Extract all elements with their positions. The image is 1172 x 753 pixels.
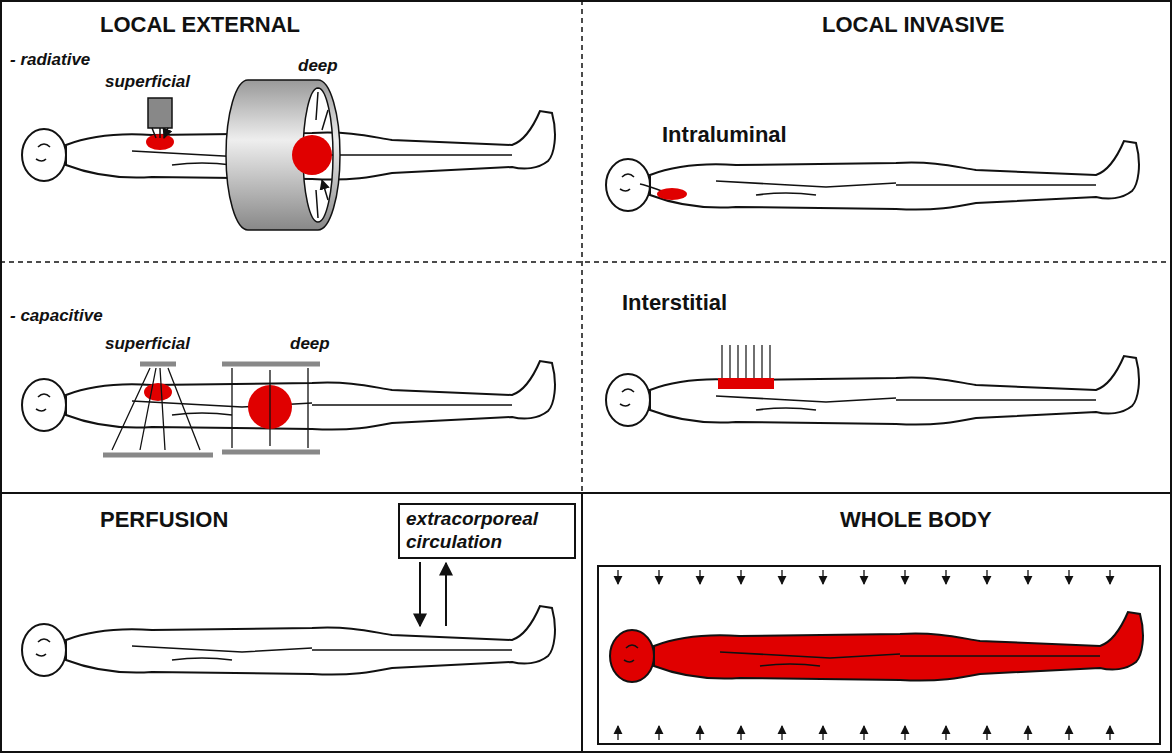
sub-label: deep: [290, 334, 330, 354]
method-label: Interstitial: [622, 290, 727, 316]
panel-heading: LOCAL INVASIVE: [822, 12, 1005, 38]
sub-label: superficial: [105, 334, 190, 354]
sub-label: - radiative: [10, 50, 90, 70]
method-label: Intraluminal: [662, 122, 787, 148]
sub-label: deep: [298, 56, 338, 76]
text-box: extracorporeal circulation: [398, 503, 576, 559]
panel: LOCAL INVASIVE: [582, 0, 1172, 493]
sub-label: - capacitive: [10, 306, 103, 326]
panel-heading: PERFUSION: [100, 507, 228, 533]
panel: LOCAL EXTERNAL: [0, 0, 582, 493]
panel: WHOLE BODY: [582, 493, 1172, 753]
box-text: extracorporeal circulation: [406, 508, 568, 554]
panel: PERFUSION extracorporeal circulation: [0, 493, 582, 753]
panel-heading: WHOLE BODY: [840, 507, 992, 533]
sub-label: superficial: [105, 72, 190, 92]
panel-heading: LOCAL EXTERNAL: [100, 12, 300, 38]
